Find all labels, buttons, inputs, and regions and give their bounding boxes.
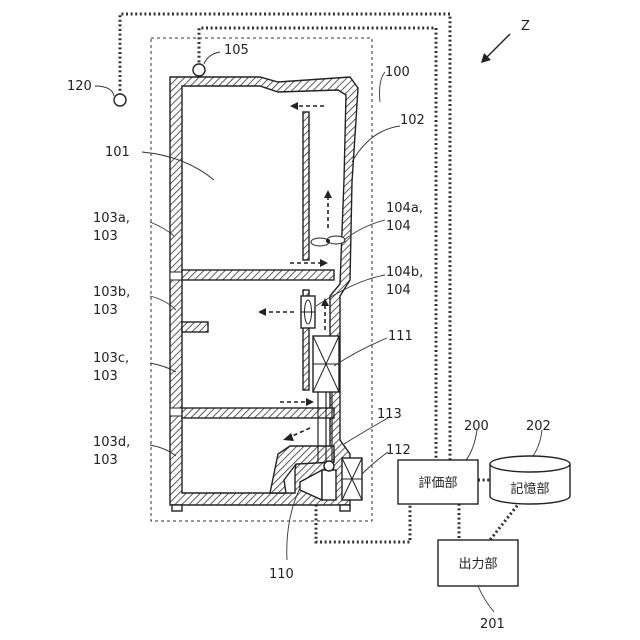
label-103a: 103a,: [93, 211, 130, 226]
label-103d: 103d,: [93, 435, 130, 450]
partition-lower: [182, 408, 334, 418]
label-113: 113: [377, 407, 402, 422]
label-103a-ref: 103: [93, 229, 118, 244]
door-gap-1: [170, 272, 182, 280]
door-gap-2: [170, 408, 182, 416]
air-duct-plate: [303, 112, 309, 260]
storage-unit-label: 記憶部: [510, 481, 549, 497]
label-202: 202: [526, 419, 551, 434]
foot-left: [172, 505, 182, 511]
label-104a-ref: 104: [386, 219, 411, 234]
label-103d-ref: 103: [93, 453, 118, 468]
label-104b: 104b,: [386, 265, 423, 280]
label-103c-ref: 103: [93, 369, 118, 384]
label-200: 200: [464, 419, 489, 434]
output-unit-label: 出力部: [458, 557, 497, 572]
sensor-120: [114, 94, 126, 106]
label-104a: 104a,: [386, 201, 423, 216]
label-103b-ref: 103: [93, 303, 118, 318]
label-111: 111: [388, 329, 413, 344]
compressor-valve: [324, 461, 334, 471]
label-104b-ref: 104: [386, 283, 411, 298]
label-110: 110: [269, 567, 294, 582]
leader-lines: [95, 52, 542, 612]
compressor-body: [322, 470, 336, 500]
label-102: 102: [400, 113, 425, 128]
label-103c: 103c,: [93, 351, 129, 366]
label-120: 120: [67, 79, 92, 94]
foot-right: [340, 505, 350, 511]
signal-line-storage-output: [490, 502, 520, 540]
partition-upper: [182, 270, 334, 280]
figure-arrow: [486, 34, 510, 58]
figure-label: Z: [521, 19, 530, 34]
label-112: 112: [386, 443, 411, 458]
label-103b: 103b,: [93, 285, 130, 300]
label-105: 105: [224, 43, 249, 58]
temperature-sensor-105: [193, 64, 205, 76]
fan-104a-hub: [326, 239, 330, 243]
cabinet-outer-wall: [170, 77, 358, 505]
small-shelf: [182, 322, 208, 332]
evaluation-unit-label: 評価部: [418, 476, 457, 491]
label-201: 201: [480, 617, 505, 632]
label-101: 101: [105, 145, 130, 160]
label-100: 100: [385, 65, 410, 80]
